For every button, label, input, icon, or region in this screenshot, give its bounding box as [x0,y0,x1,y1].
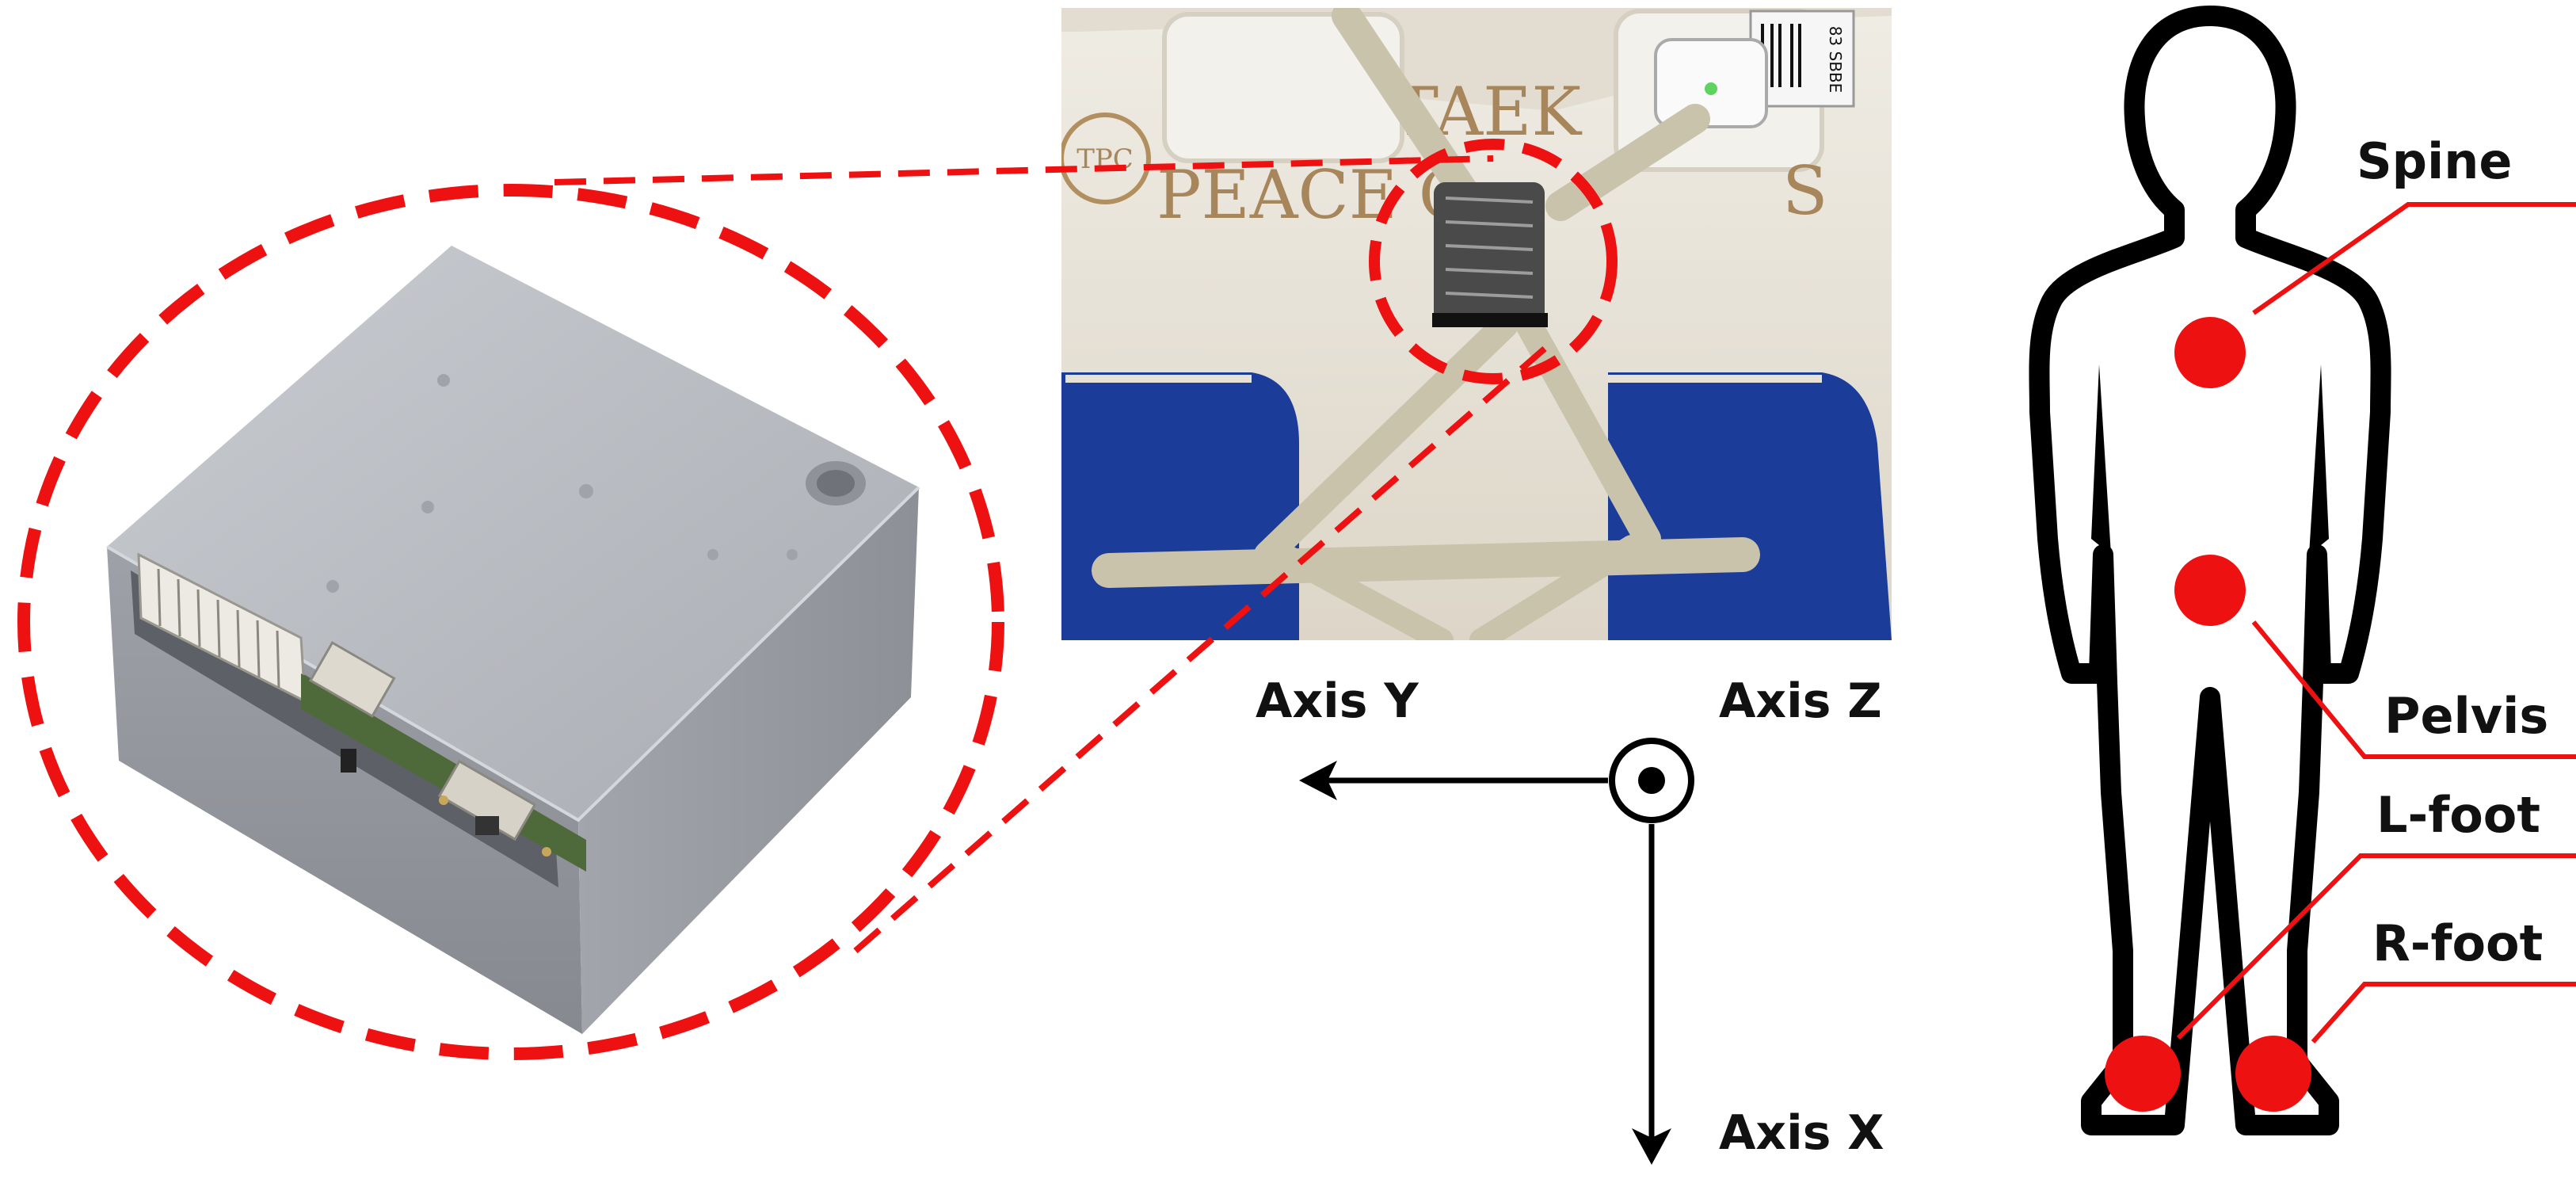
r-foot-sensor-dot [2235,1036,2311,1112]
sensor-vest-photo: 83 SBBE TPC TAEK PEACE C S [1061,8,1892,640]
surface-marks [326,374,798,593]
sensor-locations [2105,202,2576,1112]
vest-print-line2-end: S [1782,152,1828,230]
right-arm-gap [2309,364,2329,555]
spine-sensor-dot [2174,317,2246,388]
pelvis-sensor-dot [2174,555,2246,626]
pelvis-leader-line [2251,620,2576,759]
imu-sensor-module [105,246,920,1034]
vest-highlight-circle [1369,139,1618,384]
vest-sensor-pouch [1432,182,1548,327]
axis-z-label: Axis Z [1719,673,1882,729]
blue-panel-right [1608,372,1892,640]
zoom-line-top [554,155,1494,185]
spine-label: Spine [2357,132,2512,190]
axis-x-label: Axis X [1719,1105,1884,1161]
l-foot-label: L-foot [2376,786,2540,844]
left-arm-gap [2091,364,2111,555]
axis-y-label: Axis Y [1256,673,1419,729]
l-foot-leader-line [2176,853,2576,1040]
mounting-hole [806,461,866,506]
spine-leader-line [2252,202,2576,315]
tag-text: 83 SBBE [1826,26,1845,93]
r-foot-leader-line [2311,982,2576,1044]
pcb-board [301,641,586,872]
l-foot-sensor-dot [2105,1036,2181,1112]
axis-x-arrowhead [1632,1128,1671,1165]
coordinate-axes: Axis Y Axis Z Axis X [1256,673,1884,1165]
r-foot-label: R-foot [2372,914,2543,972]
sensor-top-face [107,246,919,820]
module-highlight-ellipse [17,184,1004,1060]
axis-y-arrowhead [1299,761,1337,800]
zoom-line-bottom [853,345,1547,954]
vest-straps [1092,8,1760,640]
blue-panel-left [1061,372,1299,640]
sensor-side-face [578,487,919,1034]
pelvis-label: Pelvis [2384,687,2548,745]
